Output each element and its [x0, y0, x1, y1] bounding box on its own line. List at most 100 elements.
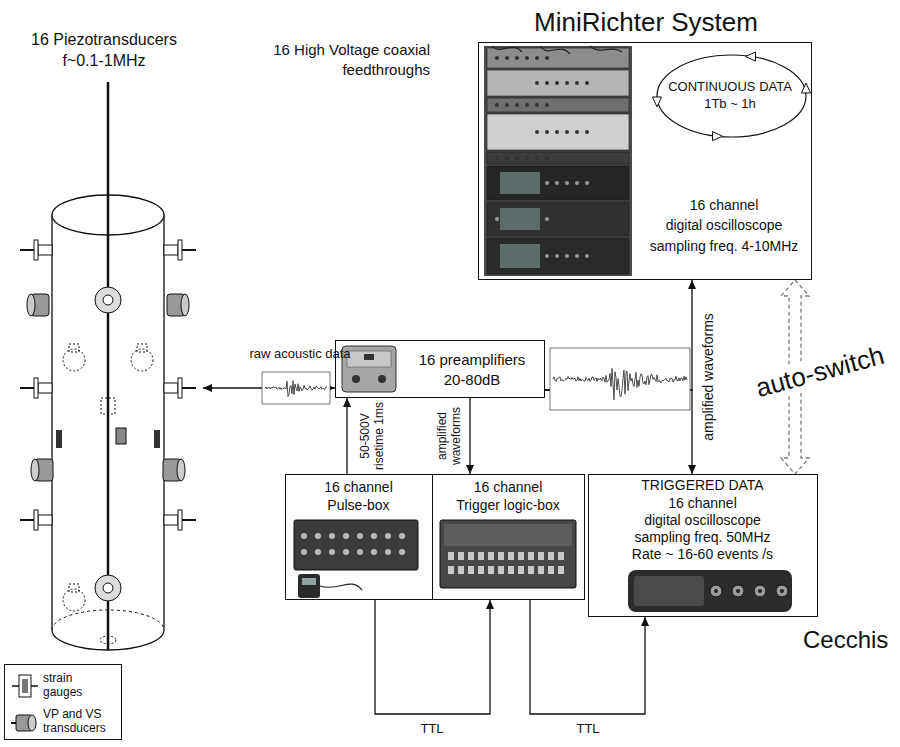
- rack-knob: [525, 156, 529, 160]
- connector-label: amplified waveforms: [436, 407, 464, 465]
- rack-unit: [487, 202, 629, 236]
- legend-item: strain gauges: [5, 669, 121, 703]
- trigger-socket: [518, 566, 524, 574]
- loop-text: CONTINUOUS DATA 1Tb ~ 1h: [655, 79, 805, 113]
- system-title: MiniRichter System: [479, 7, 813, 38]
- rack-unit: [487, 152, 629, 164]
- bnc-pin: [714, 589, 718, 593]
- rack-knob: [545, 56, 549, 60]
- annotation-label: 16 High Voltage coaxial feedthroughs: [205, 40, 430, 79]
- transducer-plate: [178, 240, 182, 260]
- transducer-plate: [178, 510, 182, 530]
- bnc-pin: [736, 589, 740, 593]
- preamp-panel: [347, 351, 391, 367]
- pulse-box-socket: [343, 533, 349, 539]
- trigger-box-photo: [440, 520, 576, 588]
- hidden-transducer-lead: [69, 584, 79, 592]
- rack-knob: [525, 56, 529, 60]
- rack-knob: [555, 254, 559, 258]
- pulse-box-socket: [301, 549, 307, 555]
- rack-screen: [500, 172, 540, 194]
- rack-knob: [525, 103, 529, 107]
- rack-knob: [565, 130, 569, 134]
- rack-knob: [585, 81, 589, 85]
- pulse-box-socket: [371, 549, 377, 555]
- transducer-plug: [164, 515, 178, 525]
- preamp-label: [364, 354, 374, 360]
- trigger-socket: [518, 552, 524, 560]
- legend-item: VP and VS transducers: [5, 705, 121, 739]
- rack-knob: [575, 130, 579, 134]
- rack-knob: [565, 254, 569, 258]
- box-text: 16 preamplifiers 20-80dB: [402, 350, 542, 391]
- pulse-box-socket: [357, 533, 363, 539]
- rack-knob: [495, 217, 499, 221]
- connector-label: 50-500V risetime 1ms: [359, 402, 387, 470]
- transducer-plug: [164, 383, 178, 393]
- flow-arrowhead: [713, 132, 723, 141]
- transducer-plate: [34, 510, 38, 530]
- trigger-socket: [528, 552, 534, 560]
- trigger-socket: [558, 552, 564, 560]
- rack-unit: [487, 98, 629, 112]
- rack-knob: [505, 103, 509, 107]
- rack-knob: [515, 56, 519, 60]
- rack-knob: [515, 103, 519, 107]
- transducer-face: [27, 294, 35, 316]
- box-heading: TRIGGERED DATA: [589, 477, 816, 495]
- legend-text: VP and VS transducers: [43, 707, 119, 736]
- signal-connector: [346, 398, 347, 474]
- preamp-connector: [352, 375, 360, 383]
- connector-label: TTL: [420, 721, 443, 737]
- transducer-lead: [182, 519, 196, 521]
- rack-knob: [535, 56, 539, 60]
- raw-waveform-frame: [262, 372, 330, 404]
- pulse-box-socket: [329, 549, 335, 555]
- strain-gauge: [154, 430, 160, 448]
- rock-sample-cylinder: 16 Piezotransducers f~0.1-1MHz: [8, 30, 203, 655]
- amplified-waveform: [553, 368, 687, 399]
- system-description: 16 channel digital oscilloscope sampling…: [639, 195, 809, 256]
- rack-knob: [545, 156, 549, 160]
- pulse-box: 16 channel Pulse-box: [285, 474, 433, 600]
- trigger-socket: [478, 552, 484, 560]
- rack-knob: [495, 56, 499, 60]
- pulse-box-socket: [385, 549, 391, 555]
- system-box: MiniRichter System16 channel digital osc…: [478, 42, 812, 280]
- trigger-socket: [548, 566, 554, 574]
- cylinder-drawing: [20, 82, 196, 650]
- rack-knob: [495, 156, 499, 160]
- transducer-lead: [182, 249, 196, 251]
- rack-knob: [535, 156, 539, 160]
- box-text: 16 channel digital oscilloscope sampling…: [589, 495, 816, 563]
- transducer-plug: [38, 383, 52, 393]
- pulse-box-socket: [329, 533, 335, 539]
- trigger-socket: [468, 552, 474, 560]
- rack-knob: [575, 81, 579, 85]
- transducer-plate: [178, 378, 182, 398]
- strain-gauge: [116, 428, 126, 444]
- transducer-lead: [11, 722, 16, 724]
- trigger-socket: [468, 566, 474, 574]
- pulse-handset-screen: [302, 578, 316, 585]
- bnc-connector: [776, 585, 788, 597]
- legend-sample: [10, 671, 40, 701]
- signal-connector: [530, 600, 645, 714]
- transducer-lead: [182, 387, 196, 389]
- rack-knob: [545, 217, 549, 221]
- trigger-panel: [444, 524, 572, 546]
- hidden-strain-gauge: [101, 398, 115, 414]
- rack-unit: [487, 70, 629, 96]
- trigger-socket: [548, 552, 554, 560]
- rack-knob: [575, 181, 579, 185]
- rack-knob: [515, 156, 519, 160]
- rack-knob: [555, 130, 559, 134]
- transducer-lead: [20, 387, 34, 389]
- pulse-box-socket: [301, 533, 307, 539]
- rack-cables: [492, 46, 622, 54]
- trigger-socket: [528, 566, 534, 574]
- hidden-transducer-lead: [137, 344, 147, 352]
- trigger-socket: [488, 552, 494, 560]
- oscilloscope-photo: [628, 570, 792, 612]
